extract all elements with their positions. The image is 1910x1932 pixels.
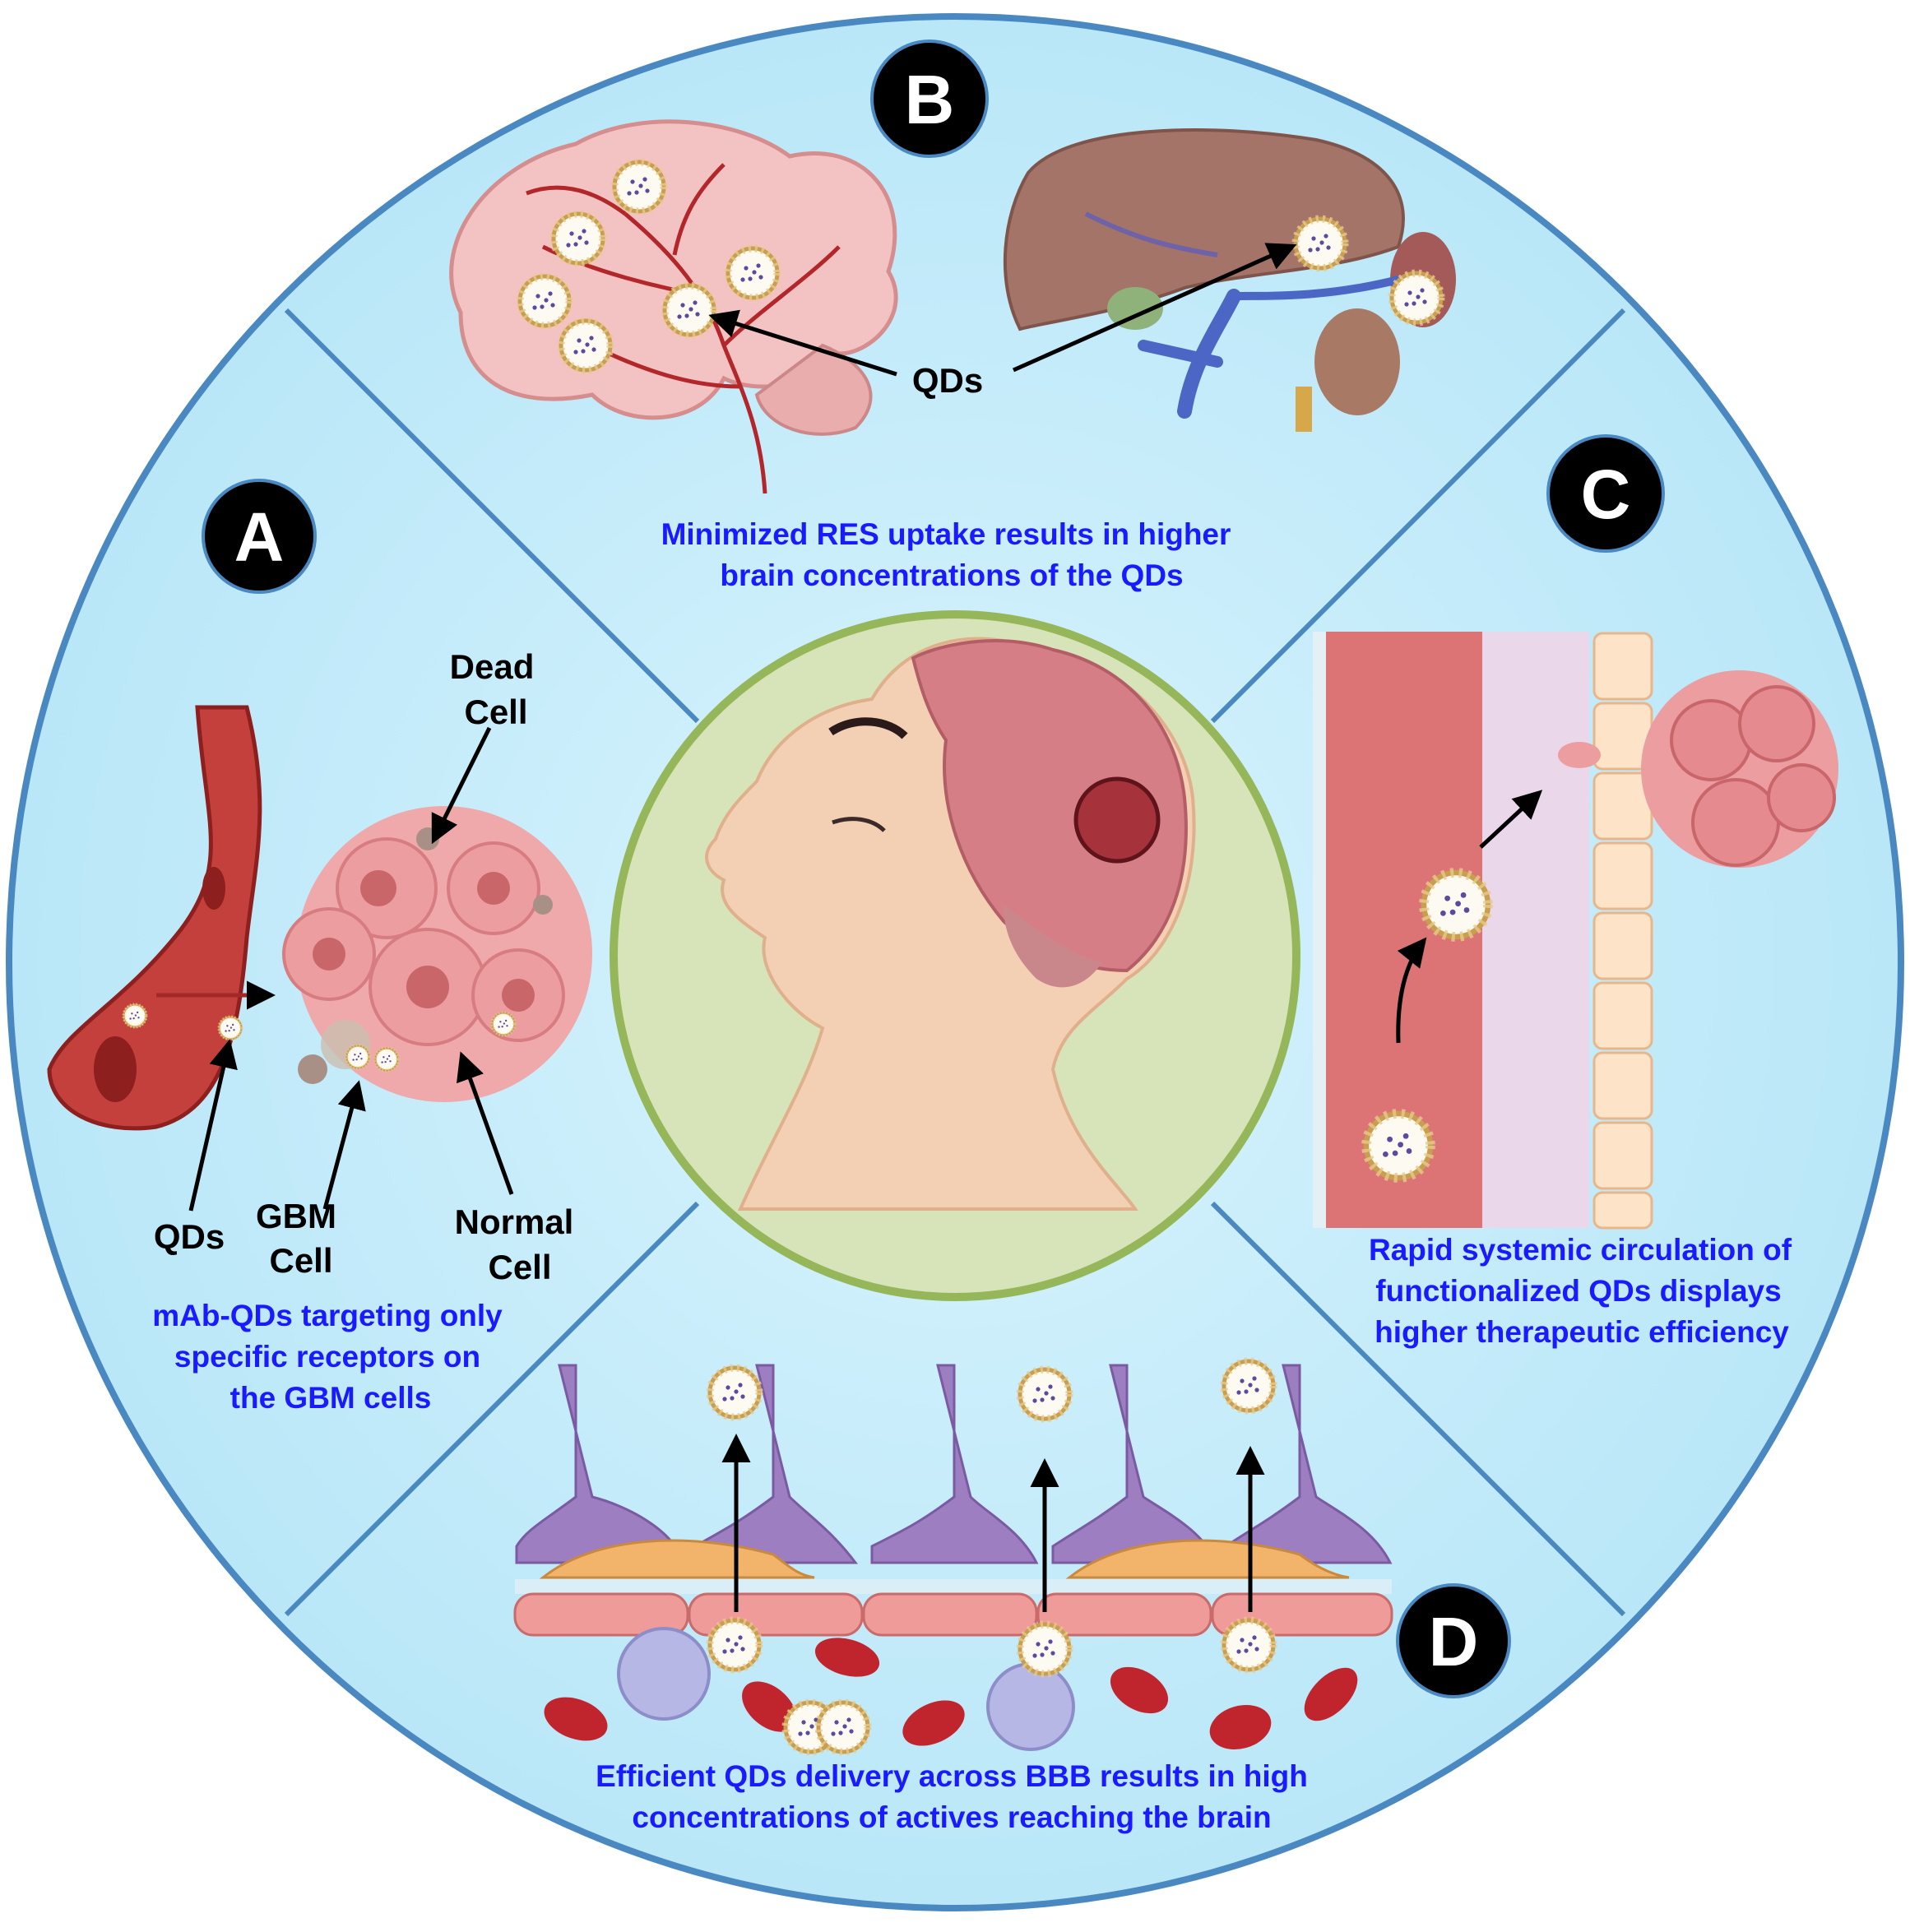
badge-a-letter: A — [234, 498, 285, 576]
gbm-cell-label-line2: Cell — [269, 1241, 332, 1280]
tumor-icon — [1558, 670, 1838, 868]
liver-icon — [1003, 128, 1405, 331]
quantum-dot-icon — [1296, 219, 1345, 268]
badge-c-letter: C — [1581, 456, 1631, 533]
red-blood-cell-icon — [544, 1638, 1358, 1749]
quantum-dot-icon — [1020, 1369, 1069, 1419]
quantum-dot-icon — [1224, 1361, 1273, 1411]
badge-d — [1396, 1583, 1511, 1698]
head-profile-icon — [705, 637, 1196, 1211]
normal-cell-label-line1: Normal — [455, 1202, 574, 1241]
arrow-qds-a — [188, 1039, 238, 1212]
quantum-dot-icon — [818, 1703, 868, 1752]
section-b: QDs Minimized RES uptake results in high… — [449, 39, 1456, 592]
quantum-dot-icon — [1424, 873, 1488, 937]
normal-cell-label-line2: Cell — [488, 1248, 551, 1286]
arrow-c-upward — [1396, 937, 1427, 1044]
caption-b-line1: Minimized RES uptake results in higher — [661, 517, 1231, 551]
arrow-qds-to-brain — [708, 309, 897, 377]
badge-b-letter: B — [905, 61, 955, 138]
gbm-cell-label-line1: GBM — [256, 1197, 336, 1235]
endothelial-cells — [1592, 632, 1653, 1230]
caption-a-line3: the GBM cells — [230, 1381, 432, 1415]
quantum-dot-icon — [1366, 1114, 1430, 1178]
section-a: Dead Cell QDs GBM Cell Normal Cell mAb-Q… — [47, 479, 592, 1415]
caption-c-line2: functionalized QDs displays — [1375, 1274, 1781, 1308]
section-c: Rapid systemic circulation of functional… — [1313, 434, 1838, 1349]
quantum-dot-icon — [520, 276, 569, 326]
quantum-dot-icon — [1020, 1624, 1069, 1674]
arrow-c-to-tumor — [1479, 790, 1543, 849]
caption-a-line2: specific receptors on — [174, 1340, 480, 1374]
vessels — [1138, 276, 1402, 419]
arrow-normal-cell — [456, 1051, 514, 1195]
quantum-dot-icon — [1392, 273, 1441, 322]
quantum-dot-icon — [710, 1620, 759, 1670]
badge-a — [202, 479, 317, 594]
caption-c-line3: higher therapeutic efficiency — [1375, 1315, 1789, 1349]
quantum-dot-icon — [710, 1368, 759, 1417]
quantum-dot-icon — [220, 1017, 242, 1040]
qds-label-a: QDs — [154, 1217, 225, 1256]
arrow-qds-to-liver — [1012, 243, 1297, 373]
badge-d-letter: D — [1429, 1603, 1479, 1680]
caption-c-line1: Rapid systemic circulation of — [1369, 1233, 1792, 1267]
quantum-dot-icon — [614, 162, 664, 211]
quantum-dot-icon — [561, 321, 610, 370]
quadrant-dividers — [284, 308, 1626, 1617]
dead-cell-label-line2: Cell — [464, 693, 527, 731]
qds-label-b: QDs — [912, 361, 983, 400]
badge-c — [1546, 434, 1665, 553]
badge-b — [870, 39, 989, 158]
endothelial-layer — [513, 1592, 1393, 1637]
arrow-gbm-cell — [322, 1080, 366, 1210]
section-d: Efficient QDs delivery across BBB result… — [513, 1361, 1511, 1834]
blood-vessel-icon — [47, 705, 262, 1131]
quantum-dot-icon — [1224, 1620, 1273, 1670]
dead-cell-label-line1: Dead — [450, 647, 535, 686]
caption-d-line1: Efficient QDs delivery across BBB result… — [596, 1759, 1308, 1793]
tumor-icon — [1073, 776, 1161, 864]
quantum-dot-icon — [124, 1005, 146, 1027]
immune-cell — [986, 1662, 1075, 1751]
caption-b-line2: brain concentrations of the QDs — [720, 558, 1183, 592]
center-panel — [610, 610, 1300, 1301]
quantum-dot-icon — [347, 1046, 369, 1068]
arrow-dead-cell — [431, 726, 492, 845]
quantum-dot-icon — [665, 285, 714, 335]
tumor-icon — [282, 806, 592, 1102]
quantum-dot-icon — [376, 1049, 398, 1071]
caption-a-line1: mAb-QDs targeting only — [152, 1299, 503, 1332]
quantum-dot-icon — [554, 214, 603, 263]
pericytes — [539, 1539, 1350, 1579]
quantum-dot-icon — [728, 248, 777, 298]
astrocyte-feet — [515, 1364, 1393, 1564]
immune-cell — [617, 1627, 711, 1721]
quantum-dot-icon — [493, 1013, 515, 1035]
caption-d-line2: concentrations of actives reaching the b… — [632, 1800, 1271, 1834]
